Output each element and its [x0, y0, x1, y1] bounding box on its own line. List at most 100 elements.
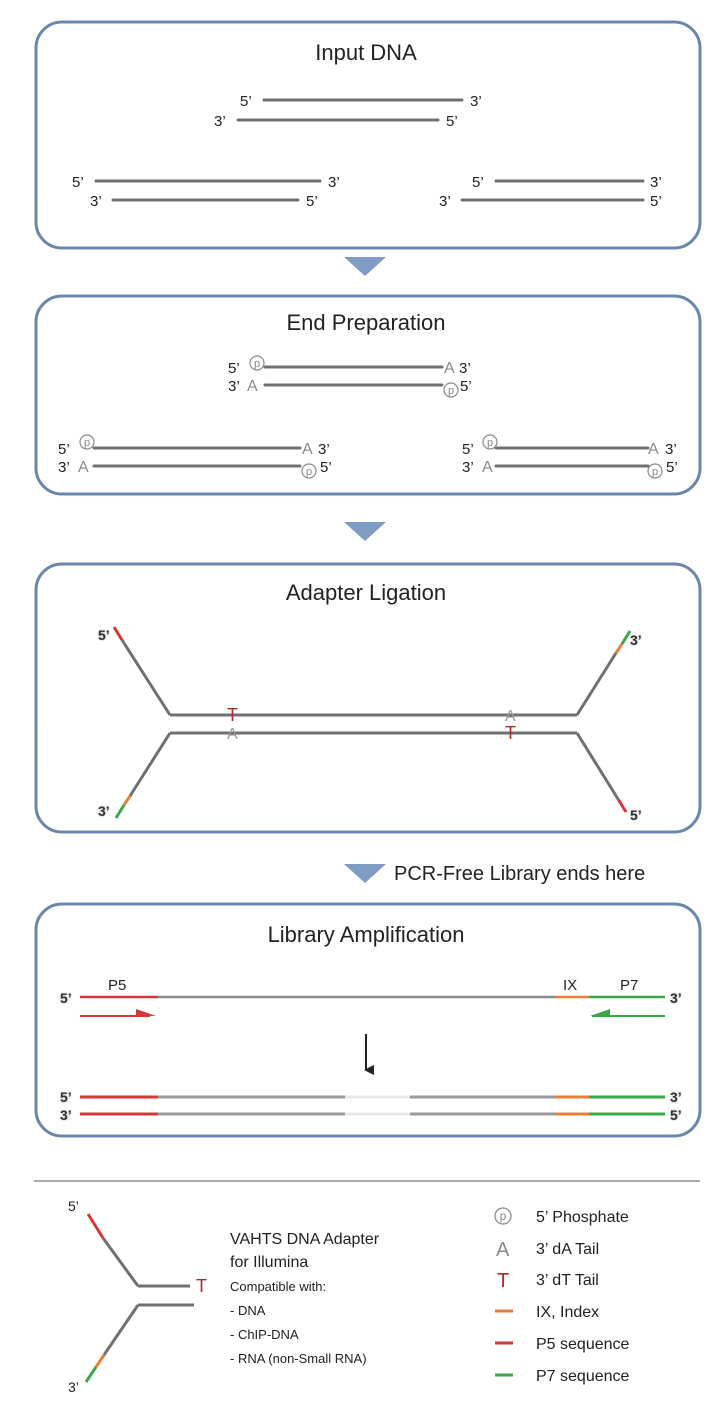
- panel-title: Adapter Ligation: [286, 580, 446, 605]
- phosphate-symbol: p: [254, 358, 260, 370]
- label-5prime: 5’: [472, 174, 484, 191]
- label-3prime: 3’: [650, 174, 662, 191]
- phosphate-symbol: p: [448, 385, 454, 397]
- label-3prime: 3’: [630, 632, 642, 648]
- label-3prime: 3’: [318, 441, 330, 458]
- dt-tail-label: T: [227, 705, 238, 725]
- compatible-item: - ChIP-DNA: [230, 1327, 299, 1342]
- label-5prime: 5’: [306, 193, 318, 210]
- label-3prime: 3’: [670, 1089, 682, 1105]
- label-3prime: 3’: [68, 1379, 79, 1395]
- label-3prime: 3’: [328, 174, 340, 191]
- flow-arrow-icon: [344, 257, 386, 276]
- label-5prime: 5’: [60, 1089, 72, 1105]
- compatible-item: - DNA: [230, 1303, 266, 1318]
- label-5prime: 5’: [630, 807, 642, 823]
- panel-border: [34, 20, 702, 250]
- adapter-title: for Illumina: [230, 1254, 308, 1271]
- flow-arrow-icon: [344, 864, 386, 883]
- panel-input-dna: Input DNA 5’ 3’ 3’ 5’ 5’ 3’ 3’ 5’ 5’ 3’ …: [34, 20, 702, 250]
- phosphate-icon: p: [301, 463, 317, 479]
- label-5prime: 5’: [666, 459, 678, 476]
- dna-fragment-top: 5’ 3’ 3’ 5’: [214, 93, 482, 130]
- phosphate-icon: [494, 1207, 512, 1225]
- da-tail-label: A: [227, 726, 238, 743]
- adapter-icon: T 5’ 3’: [68, 1198, 207, 1395]
- dna-fragment-right: 5’ 3’ 3’ 5’: [439, 174, 662, 210]
- da-tail-icon: A: [496, 1239, 510, 1261]
- label-3prime: 3’: [470, 93, 482, 110]
- label-3prime: 3’: [228, 378, 240, 395]
- panel-library-amplification: Library Amplification P5 IX P7 5’ 3’: [34, 902, 702, 1138]
- label-5prime: 5’: [446, 113, 458, 130]
- phosphate-symbol: p: [652, 466, 658, 478]
- compatible-item: - RNA (non-Small RNA): [230, 1351, 367, 1366]
- legend-item-p7: P7 sequence: [495, 1368, 630, 1385]
- da-tail-label: A: [505, 708, 516, 725]
- flow-arrow-icon: [344, 522, 386, 541]
- panel-border: [34, 294, 702, 496]
- da-tail-label: A: [302, 441, 313, 458]
- legend-item-dt-tail: T 3’ dT Tail: [497, 1270, 599, 1292]
- label-5prime: 5’: [72, 174, 84, 191]
- legend-label: 3’ dT Tail: [536, 1272, 599, 1289]
- end-prepped-fragment-left: 5’ p A 3’ 3’ A p 5’: [58, 434, 332, 479]
- label-3prime: 3’: [670, 990, 682, 1006]
- p5-primer: [80, 1009, 156, 1017]
- label-5prime: 5’: [460, 378, 472, 395]
- legend-label: IX, Index: [536, 1304, 599, 1321]
- phosphate-icon: p: [443, 382, 459, 398]
- label-5prime: 5’: [228, 360, 240, 377]
- label-5prime: 5’: [320, 459, 332, 476]
- phosphate-icon: p: [249, 355, 265, 371]
- label-3prime: 3’: [462, 459, 474, 476]
- legend-label: P7 sequence: [536, 1368, 630, 1385]
- label-3prime: 3’: [459, 360, 471, 377]
- dt-tail-icon: T: [497, 1270, 509, 1292]
- end-prepped-fragment-right: 5’ p A 3’ 3’ A p 5’: [462, 434, 678, 479]
- dt-tail-label: T: [196, 1276, 207, 1296]
- dt-tail-label: T: [505, 723, 516, 743]
- legend-item-index: IX, Index: [495, 1304, 599, 1321]
- phosphate-icon: p: [647, 463, 663, 479]
- label-5prime: 5’: [98, 627, 110, 643]
- phosphate-symbol: p: [84, 437, 90, 449]
- legend: T 5’ 3’ VAHTS DNA Adapter for Illumina C…: [68, 1198, 630, 1395]
- label-3prime: 3’: [439, 193, 451, 210]
- label-5prime: 5’: [68, 1198, 79, 1214]
- legend-item-phosphate: p 5’ Phosphate: [494, 1207, 629, 1226]
- phosphate-symbol: p: [487, 437, 493, 449]
- end-prepped-fragment-top: 5’ p A 3’ 3’ A p 5’: [228, 355, 472, 398]
- label-5prime: 5’: [462, 441, 474, 458]
- label-5prime: 5’: [60, 990, 72, 1006]
- label-5prime: 5’: [650, 193, 662, 210]
- p5-label: P5: [108, 977, 126, 994]
- label-3prime: 3’: [90, 193, 102, 210]
- label-5prime: 5’: [670, 1107, 682, 1123]
- dna-fragment-left: 5’ 3’ 3’ 5’: [72, 174, 340, 210]
- panel-border: [34, 562, 702, 834]
- label-3prime: 3’: [665, 441, 677, 458]
- label-3prime: 3’: [214, 113, 226, 130]
- ix-label: IX: [563, 977, 577, 994]
- compatible-label: Compatible with:: [230, 1279, 326, 1294]
- da-tail-label: A: [78, 459, 89, 476]
- label-3prime: 3’: [98, 803, 110, 819]
- panel-title: Library Amplification: [268, 922, 465, 947]
- panel-border: [34, 902, 702, 1138]
- da-tail-label: A: [247, 378, 258, 395]
- panel-end-preparation: End Preparation 5’ p A 3’ 3’ A p 5’ 5’: [34, 294, 702, 496]
- phosphate-symbol: p: [306, 466, 312, 478]
- phosphate-symbol: p: [500, 1209, 507, 1223]
- legend-item-p5: P5 sequence: [495, 1336, 630, 1353]
- label-5prime: 5’: [240, 93, 252, 110]
- panel-title: End Preparation: [287, 310, 446, 335]
- da-tail-label: A: [444, 360, 455, 377]
- da-tail-label: A: [482, 459, 493, 476]
- phosphate-icon: p: [482, 434, 498, 450]
- p7-primer: [590, 1009, 665, 1017]
- panel-title: Input DNA: [315, 40, 417, 65]
- legend-label: P5 sequence: [536, 1336, 630, 1353]
- pcr-free-note: PCR-Free Library ends here: [394, 863, 645, 885]
